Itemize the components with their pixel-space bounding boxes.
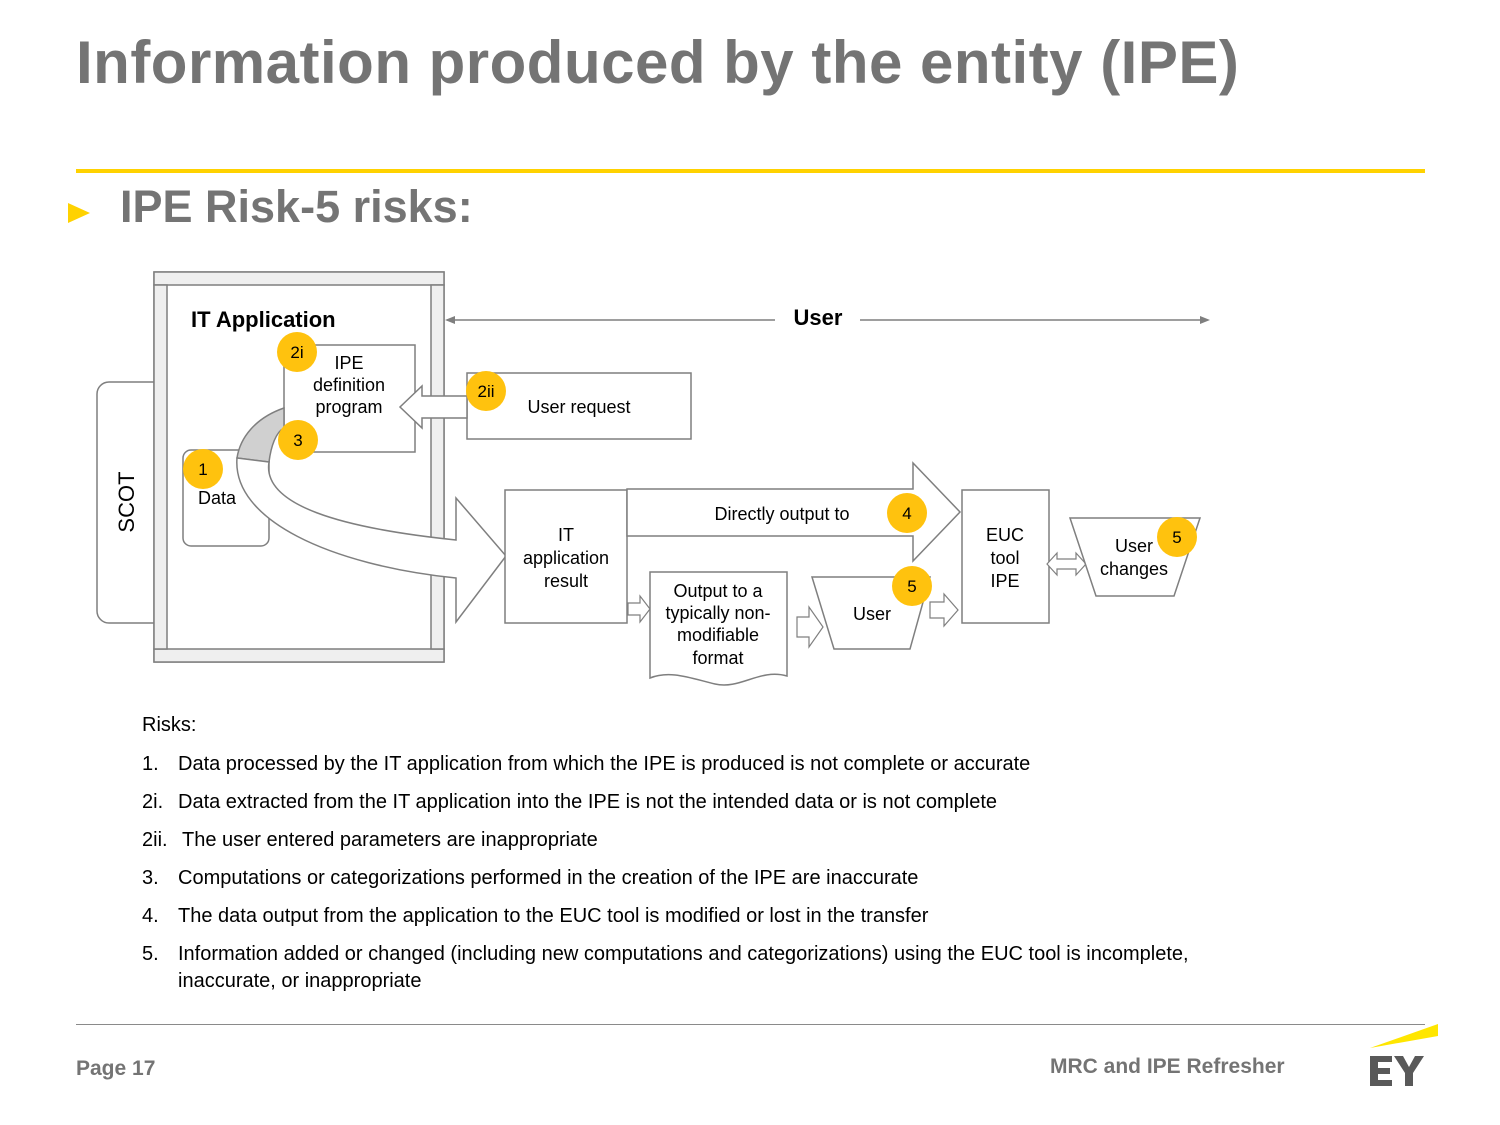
risk-text: Data extracted from the IT application i… (178, 791, 997, 813)
risk-number: 3. (142, 867, 159, 889)
euc-line-1: EUC (986, 525, 1024, 545)
user-changes-line-1: User (1115, 536, 1153, 556)
euc-line-2: tool (990, 548, 1019, 568)
risk-item: 3. Computations or categorizations perfo… (142, 865, 1242, 892)
user-span-arrowhead-right (1200, 316, 1210, 324)
slide-title: Information produced by the entity (IPE) (76, 29, 1240, 96)
svg-text:2i: 2i (290, 343, 303, 362)
risk-number: 5. (142, 943, 159, 965)
frame-left-bar (153, 284, 168, 650)
user-request-arrow (398, 384, 468, 430)
it-result-line-3: result (544, 571, 588, 591)
data-label: Data (198, 488, 237, 508)
euc-line-3: IPE (990, 571, 1019, 591)
output-format-line-2: typically non- (665, 603, 770, 623)
risk-badge-5-user-changes: 5 (1157, 517, 1197, 557)
double-arrow-euc-user-changes (1046, 551, 1087, 577)
risk-item: 2ii. The user entered parameters are ina… (142, 827, 1242, 854)
ey-logo-letters (1370, 1056, 1424, 1086)
svg-text:4: 4 (902, 504, 911, 523)
small-arrow-user-to-euc (929, 592, 959, 628)
ipe-definition-line-3: program (315, 397, 382, 417)
risk-item: 4. The data output from the application … (142, 903, 1242, 930)
direct-output-label: Directly output to (714, 504, 849, 524)
svg-text:5: 5 (907, 577, 916, 596)
svg-text:5: 5 (1172, 528, 1181, 547)
curved-flow-arrow (236, 457, 507, 625)
risk-list: 1. Data processed by the IT application … (142, 751, 1242, 995)
risk-text: The data output from the application to … (178, 905, 929, 927)
it-result-line-2: application (523, 548, 609, 568)
output-format-line-1: Output to a (673, 581, 763, 601)
frame-right-bar (430, 284, 445, 650)
risk-text: Information added or changed (including … (178, 943, 1189, 992)
bullet-arrow-icon (68, 203, 90, 223)
risk-badge-2i: 2i (277, 332, 317, 372)
risk-badge-4: 4 (887, 493, 927, 533)
svg-text:3: 3 (293, 431, 302, 450)
output-format-line-3: modifiable (677, 625, 759, 645)
svg-text:2ii: 2ii (477, 382, 494, 401)
risk-badge-3: 3 (278, 420, 318, 460)
user-span-arrowhead-left (445, 316, 455, 324)
risk-badge-2ii: 2ii (466, 371, 506, 411)
risks-heading: Risks: (142, 714, 197, 736)
risk-badge-5-user: 5 (892, 566, 932, 606)
euc-tool-box (961, 489, 1050, 624)
frame-top-bar (153, 271, 445, 286)
risk-text: The user entered parameters are inapprop… (182, 829, 598, 851)
it-application-label: IT Application (191, 307, 336, 332)
small-arrow-output-to-user (796, 605, 824, 649)
svg-text:1: 1 (198, 460, 207, 479)
user-span-label: User (794, 305, 843, 330)
ey-logo (1370, 1024, 1438, 1086)
risk-item: 1. Data processed by the IT application … (142, 751, 1242, 778)
risk-number: 4. (142, 905, 159, 927)
it-result-box (504, 489, 628, 624)
direct-output-arrow (626, 461, 962, 563)
risk-badge-1: 1 (183, 449, 223, 489)
risk-text: Computations or categorizations performe… (178, 867, 919, 889)
output-document-shape (649, 571, 788, 686)
frame-bottom-bar (153, 648, 445, 663)
ipe-flow-diagram: SCOT IT Application Data IPE definition … (96, 271, 1210, 686)
user-trapezoid-label: User (853, 604, 891, 624)
risks-section: Risks: 1. Data processed by the IT appli… (142, 714, 1242, 1006)
scot-label: SCOT (114, 471, 139, 532)
ipe-definition-line-1: IPE (334, 353, 363, 373)
slide-subtitle: IPE Risk-5 risks: (120, 181, 473, 232)
ipe-definition-line-2: definition (313, 375, 385, 395)
risk-item: 2i. Data extracted from the IT applicati… (142, 789, 1242, 816)
risk-number: 2ii. (142, 829, 168, 851)
ey-logo-beam (1370, 1024, 1438, 1048)
footer-divider (76, 1024, 1425, 1025)
it-result-line-1: IT (558, 525, 574, 545)
page-number: Page 17 (76, 1057, 156, 1080)
risk-item: 5. Information added or changed (includi… (142, 941, 1242, 995)
user-request-label: User request (527, 397, 630, 417)
risk-number: 1. (142, 753, 159, 775)
footer-title: MRC and IPE Refresher (1050, 1055, 1285, 1078)
title-divider (76, 169, 1425, 173)
risk-number: 2i. (142, 791, 164, 813)
risk-text: Data processed by the IT application fro… (178, 753, 1031, 775)
user-changes-line-2: changes (1100, 559, 1168, 579)
output-format-line-4: format (692, 648, 743, 668)
small-arrow-result-to-output (627, 594, 651, 624)
